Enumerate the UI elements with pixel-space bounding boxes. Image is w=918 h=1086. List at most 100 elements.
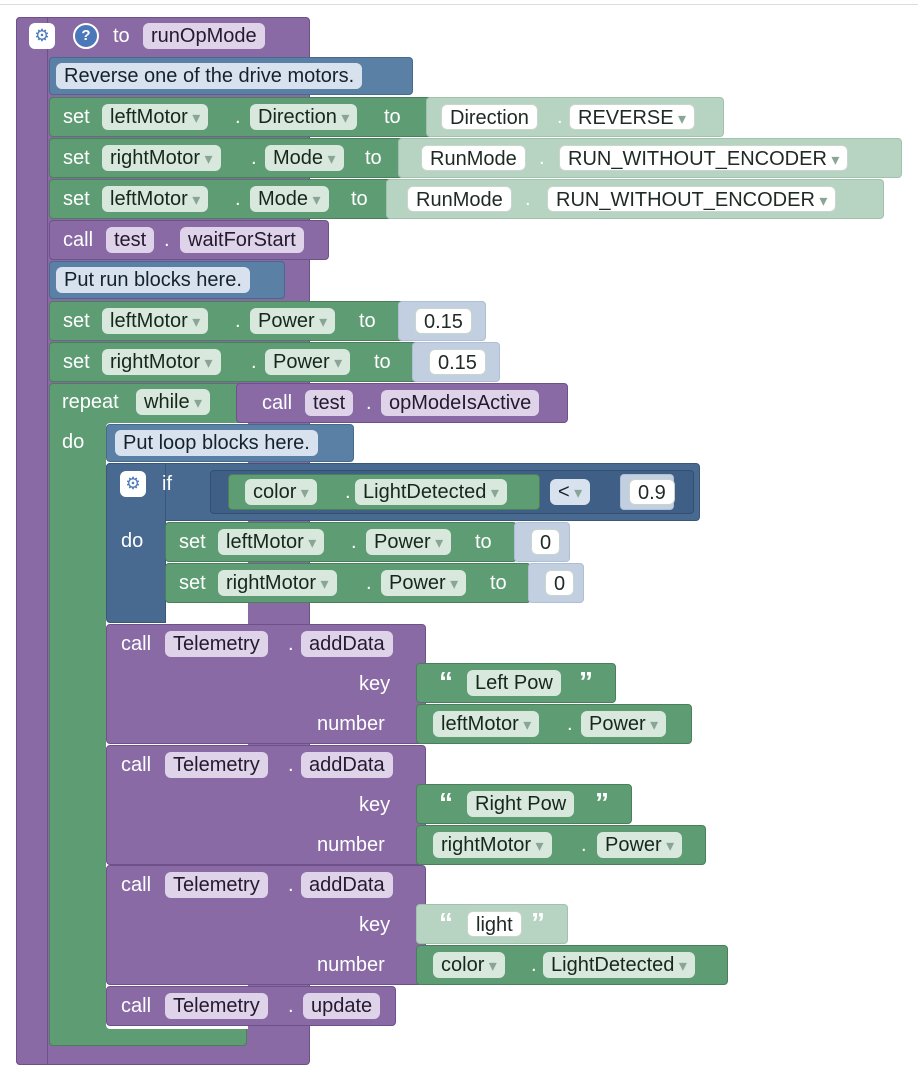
number-field[interactable]: 0.15 [429, 349, 486, 375]
enum-type-label: RunMode [407, 186, 512, 212]
number-field[interactable]: 0.9 [629, 479, 675, 505]
number-block[interactable]: 0 [514, 522, 570, 562]
telemetry-adddata-block-3[interactable]: call Telemetry . addData key number [106, 865, 426, 985]
telemetry-update-block[interactable]: call Telemetry . update [106, 986, 396, 1026]
set-power-zero-left[interactable]: set leftMotor . Power to [165, 522, 517, 562]
comment-text[interactable]: Put run blocks here. [56, 267, 250, 293]
enum-value-dropdown[interactable]: RUN_WITHOUT_ENCODER [559, 145, 849, 171]
function-name-field[interactable]: runOpMode [143, 23, 265, 49]
dot-label: . [288, 874, 294, 896]
dot-label: . [288, 995, 294, 1017]
open-quote-icon: “ [439, 787, 453, 818]
property-dropdown[interactable]: Mode [265, 145, 344, 171]
gear-icon[interactable]: ⚙ [29, 23, 55, 49]
do-keyword: do [121, 530, 144, 552]
color-sensor-getter-block[interactable]: color . LightDetected [416, 945, 728, 985]
telemetry-adddata-block-1[interactable]: call Telemetry . addData key number [106, 624, 426, 744]
repeat-mode-dropdown[interactable]: while [136, 389, 211, 415]
function-spine [16, 17, 48, 1065]
comment-block-run[interactable]: Put run blocks here. [49, 261, 285, 299]
set-power-zero-right[interactable]: set rightMotor . Power to [165, 563, 531, 603]
number-field[interactable]: 0 [545, 570, 575, 596]
dot-label: . [567, 713, 573, 735]
text-block-key[interactable]: “ light ” [416, 904, 568, 944]
runmode-enum-block-left[interactable]: RunMode . RUN_WITHOUT_ENCODER [386, 179, 884, 219]
property-dropdown[interactable]: Power [265, 349, 351, 375]
text-field[interactable]: light [467, 911, 522, 937]
number-field[interactable]: 0.15 [415, 308, 472, 334]
motor-power-getter-block[interactable]: leftMotor . Power [416, 704, 692, 744]
property-dropdown[interactable]: Power [581, 711, 667, 737]
motor-dropdown[interactable]: rightMotor [102, 349, 221, 375]
close-quote-icon: ” [531, 907, 545, 938]
motor-dropdown[interactable]: leftMotor [218, 529, 325, 555]
motor-dropdown[interactable]: rightMotor [102, 145, 221, 171]
text-block-key[interactable]: “ Left Pow ” [416, 663, 616, 703]
to-keyword: to [365, 147, 382, 169]
light-detected-block[interactable]: color . LightDetected [228, 474, 540, 510]
number-label: number [317, 954, 385, 976]
help-icon[interactable]: ? [73, 23, 99, 49]
dot-label: . [235, 310, 241, 332]
dot-label: . [539, 147, 545, 169]
open-quote-icon: “ [439, 907, 453, 938]
comment-text[interactable]: Put loop blocks here. [115, 430, 318, 456]
set-mode-block-right[interactable]: set rightMotor . Mode to [49, 138, 405, 178]
motor-dropdown[interactable]: leftMotor [102, 186, 209, 212]
text-field[interactable]: Left Pow [467, 670, 561, 696]
key-label: key [359, 914, 391, 936]
comment-text[interactable]: Reverse one of the drive motors. [56, 63, 363, 89]
to-keyword: to [374, 351, 391, 373]
property-dropdown[interactable]: LightDetected [543, 952, 695, 978]
number-block[interactable]: 0.9 [620, 474, 675, 510]
number-block[interactable]: 0.15 [412, 342, 500, 382]
operator-dropdown[interactable]: < [550, 479, 591, 505]
object-field: Telemetry [165, 872, 268, 898]
telemetry-adddata-block-2[interactable]: call Telemetry . addData key number [106, 745, 426, 865]
runmode-enum-block-right[interactable]: RunMode . RUN_WITHOUT_ENCODER [398, 138, 902, 178]
set-power-block-left[interactable]: set leftMotor . Power to [49, 301, 409, 341]
dot-label: . [251, 147, 257, 169]
comment-block-reverse[interactable]: Reverse one of the drive motors. [49, 57, 413, 95]
property-dropdown[interactable]: Direction [250, 104, 358, 130]
property-dropdown[interactable]: Power [250, 308, 336, 334]
comment-block-loop[interactable]: Put loop blocks here. [106, 424, 354, 462]
motor-dropdown[interactable]: leftMotor [433, 711, 540, 737]
close-quote-icon: ” [579, 666, 593, 697]
property-dropdown[interactable]: LightDetected [355, 479, 507, 505]
enum-value-dropdown[interactable]: REVERSE [569, 104, 696, 130]
dot-label: . [366, 392, 372, 414]
number-block[interactable]: 0.15 [398, 301, 486, 341]
motor-dropdown[interactable]: rightMotor [433, 832, 552, 858]
call-waitforstart-block[interactable]: call test . waitForStart [49, 220, 329, 260]
key-label: key [359, 673, 391, 695]
direction-enum-block[interactable]: Direction . REVERSE [426, 97, 724, 137]
motor-dropdown[interactable]: rightMotor [218, 570, 337, 596]
set-keyword: set [179, 531, 206, 553]
call-opmodeisactive-block[interactable]: call test . opModeIsActive [236, 383, 568, 423]
number-field[interactable]: 0 [531, 529, 561, 555]
text-block-key[interactable]: “ Right Pow ” [416, 784, 632, 824]
set-keyword: set [63, 310, 90, 332]
property-dropdown[interactable]: Power [381, 570, 467, 596]
property-dropdown[interactable]: Power [597, 832, 683, 858]
call-keyword: call [262, 392, 293, 414]
text-field[interactable]: Right Pow [467, 791, 575, 817]
number-block[interactable]: 0 [528, 563, 584, 603]
enum-value-dropdown[interactable]: RUN_WITHOUT_ENCODER [547, 186, 837, 212]
sensor-dropdown[interactable]: color [433, 952, 505, 978]
method-field: addData [301, 752, 393, 778]
object-field: test [305, 390, 354, 416]
dot-label: . [366, 572, 372, 594]
motor-dropdown[interactable]: leftMotor [102, 308, 209, 334]
set-mode-block-left[interactable]: set leftMotor . Mode to [49, 179, 395, 219]
set-power-block-right[interactable]: set rightMotor . Power to [49, 342, 423, 382]
repeat-keyword: repeat [62, 391, 119, 413]
property-dropdown[interactable]: Power [366, 529, 452, 555]
motor-dropdown[interactable]: leftMotor [102, 104, 209, 130]
gear-icon[interactable]: ⚙ [120, 471, 146, 497]
sensor-dropdown[interactable]: color [245, 479, 317, 505]
motor-power-getter-block[interactable]: rightMotor . Power [416, 825, 706, 865]
property-dropdown[interactable]: Mode [250, 186, 329, 212]
set-direction-block[interactable]: set leftMotor . Direction to [49, 97, 435, 137]
